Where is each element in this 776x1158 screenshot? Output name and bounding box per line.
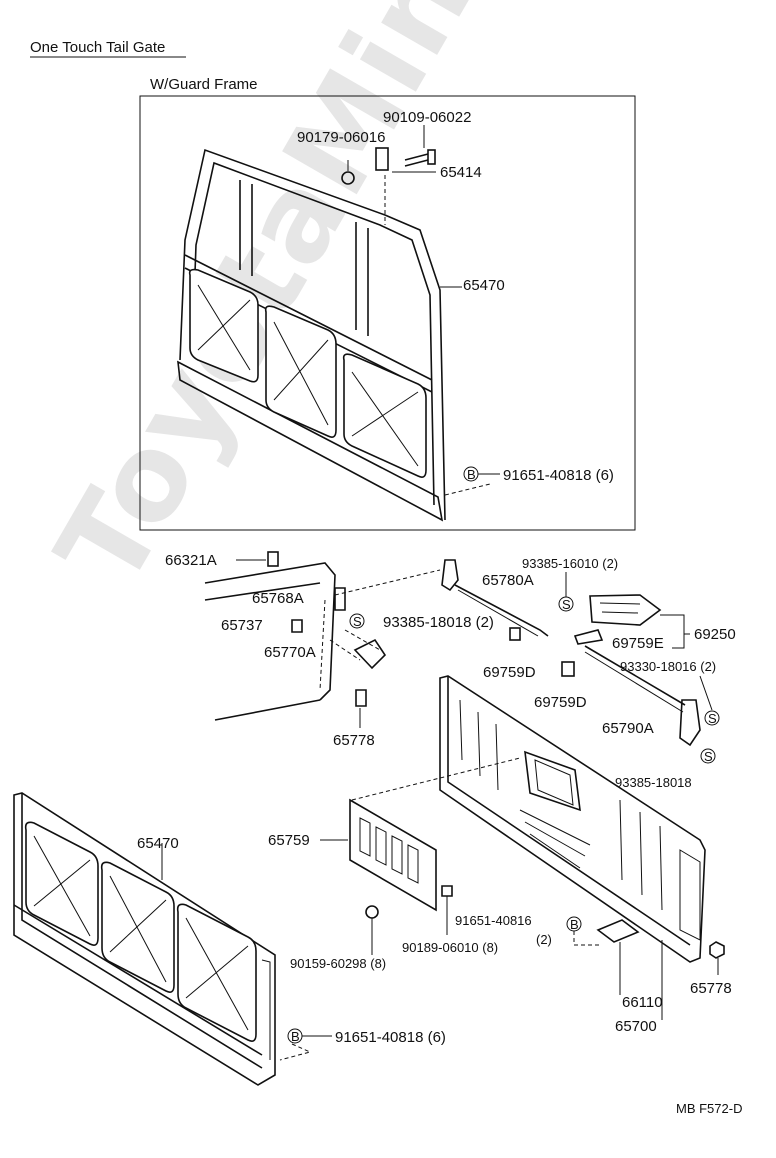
label-65759: 65759 — [268, 832, 310, 849]
label-65737: 65737 — [221, 617, 263, 634]
guard-frame-drawing — [177, 148, 491, 522]
hardware-bottom — [365, 885, 453, 955]
label-65470-top: 65470 — [463, 277, 505, 294]
label-65790A: 65790A — [602, 720, 654, 737]
s-symbol-93385-18018-2 — [349, 613, 365, 629]
b-symbol-letter-2: B — [570, 917, 579, 932]
cable-65790A — [584, 645, 701, 747]
label-65414: 65414 — [440, 164, 482, 181]
label-69759E: 69759E — [612, 635, 664, 652]
label-66321A: 66321A — [165, 552, 217, 569]
diagram-code: MB F572-D — [676, 1101, 742, 1116]
clip-69759D-1 — [509, 627, 521, 641]
label-69759D-2: 69759D — [534, 694, 587, 711]
s-symbol-letter-3: S — [708, 711, 717, 726]
label-91651-40816: 91651-40816 — [455, 913, 532, 928]
label-65778-left: 65778 — [333, 732, 375, 749]
label-65780A: 65780A — [482, 572, 534, 589]
label-65470-bottom: 65470 — [137, 835, 179, 852]
label-93385-18018-2: 93385-18018 (2) — [383, 614, 494, 631]
cable-65780A — [441, 559, 549, 637]
guard-frame-box — [139, 95, 636, 531]
label-91651-40816-qty: (2) — [536, 932, 552, 947]
bracket-66110 — [596, 919, 640, 943]
s-symbol-letter-1: S — [353, 614, 362, 629]
b-symbol-top-letter: B — [467, 467, 476, 482]
s-symbol-letter-2: S — [562, 597, 571, 612]
label-93330-18016: 93330-18016 (2) — [620, 659, 716, 674]
label-93385-18018: 93385-18018 — [615, 775, 692, 790]
label-69759D-1: 69759D — [483, 664, 536, 681]
tail-gate-65700 — [351, 675, 706, 963]
label-90179-06016: 90179-06016 — [297, 129, 385, 146]
handle-69250 — [573, 594, 662, 645]
label-65768A: 65768A — [252, 590, 304, 607]
s-symbol-93330 — [704, 710, 720, 726]
label-91651-40818-bottom: 91651-40818 (6) — [335, 1029, 446, 1046]
diagram-title: One Touch Tail Gate — [30, 39, 165, 56]
s-symbol-93385-18018 — [700, 748, 716, 764]
bed-side-drawing — [204, 551, 441, 721]
guard-frame-lower — [13, 792, 276, 1086]
label-91651-40818-top: 91651-40818 (6) — [503, 467, 614, 484]
label-90159-60298: 90159-60298 (8) — [290, 956, 386, 971]
label-66110: 66110 — [622, 994, 663, 1011]
label-69250: 69250 — [694, 626, 736, 643]
label-65778-right: 65778 — [690, 980, 732, 997]
label-65770A: 65770A — [264, 644, 316, 661]
label-90189-06010: 90189-06010 (8) — [402, 940, 498, 955]
frame-label: W/Guard Frame — [150, 76, 258, 93]
nut-65778-right — [709, 941, 725, 959]
clip-69759D-2 — [561, 661, 575, 677]
hardware-top — [341, 125, 436, 225]
plate-65759 — [349, 798, 437, 912]
b-symbol-bottom-letter: B — [291, 1029, 300, 1044]
label-65700: 65700 — [615, 1018, 657, 1035]
label-93385-16010: 93385-16010 (2) — [522, 556, 618, 571]
label-90109-06022: 90109-06022 — [383, 109, 471, 126]
s-symbol-letter-4: S — [704, 749, 713, 764]
